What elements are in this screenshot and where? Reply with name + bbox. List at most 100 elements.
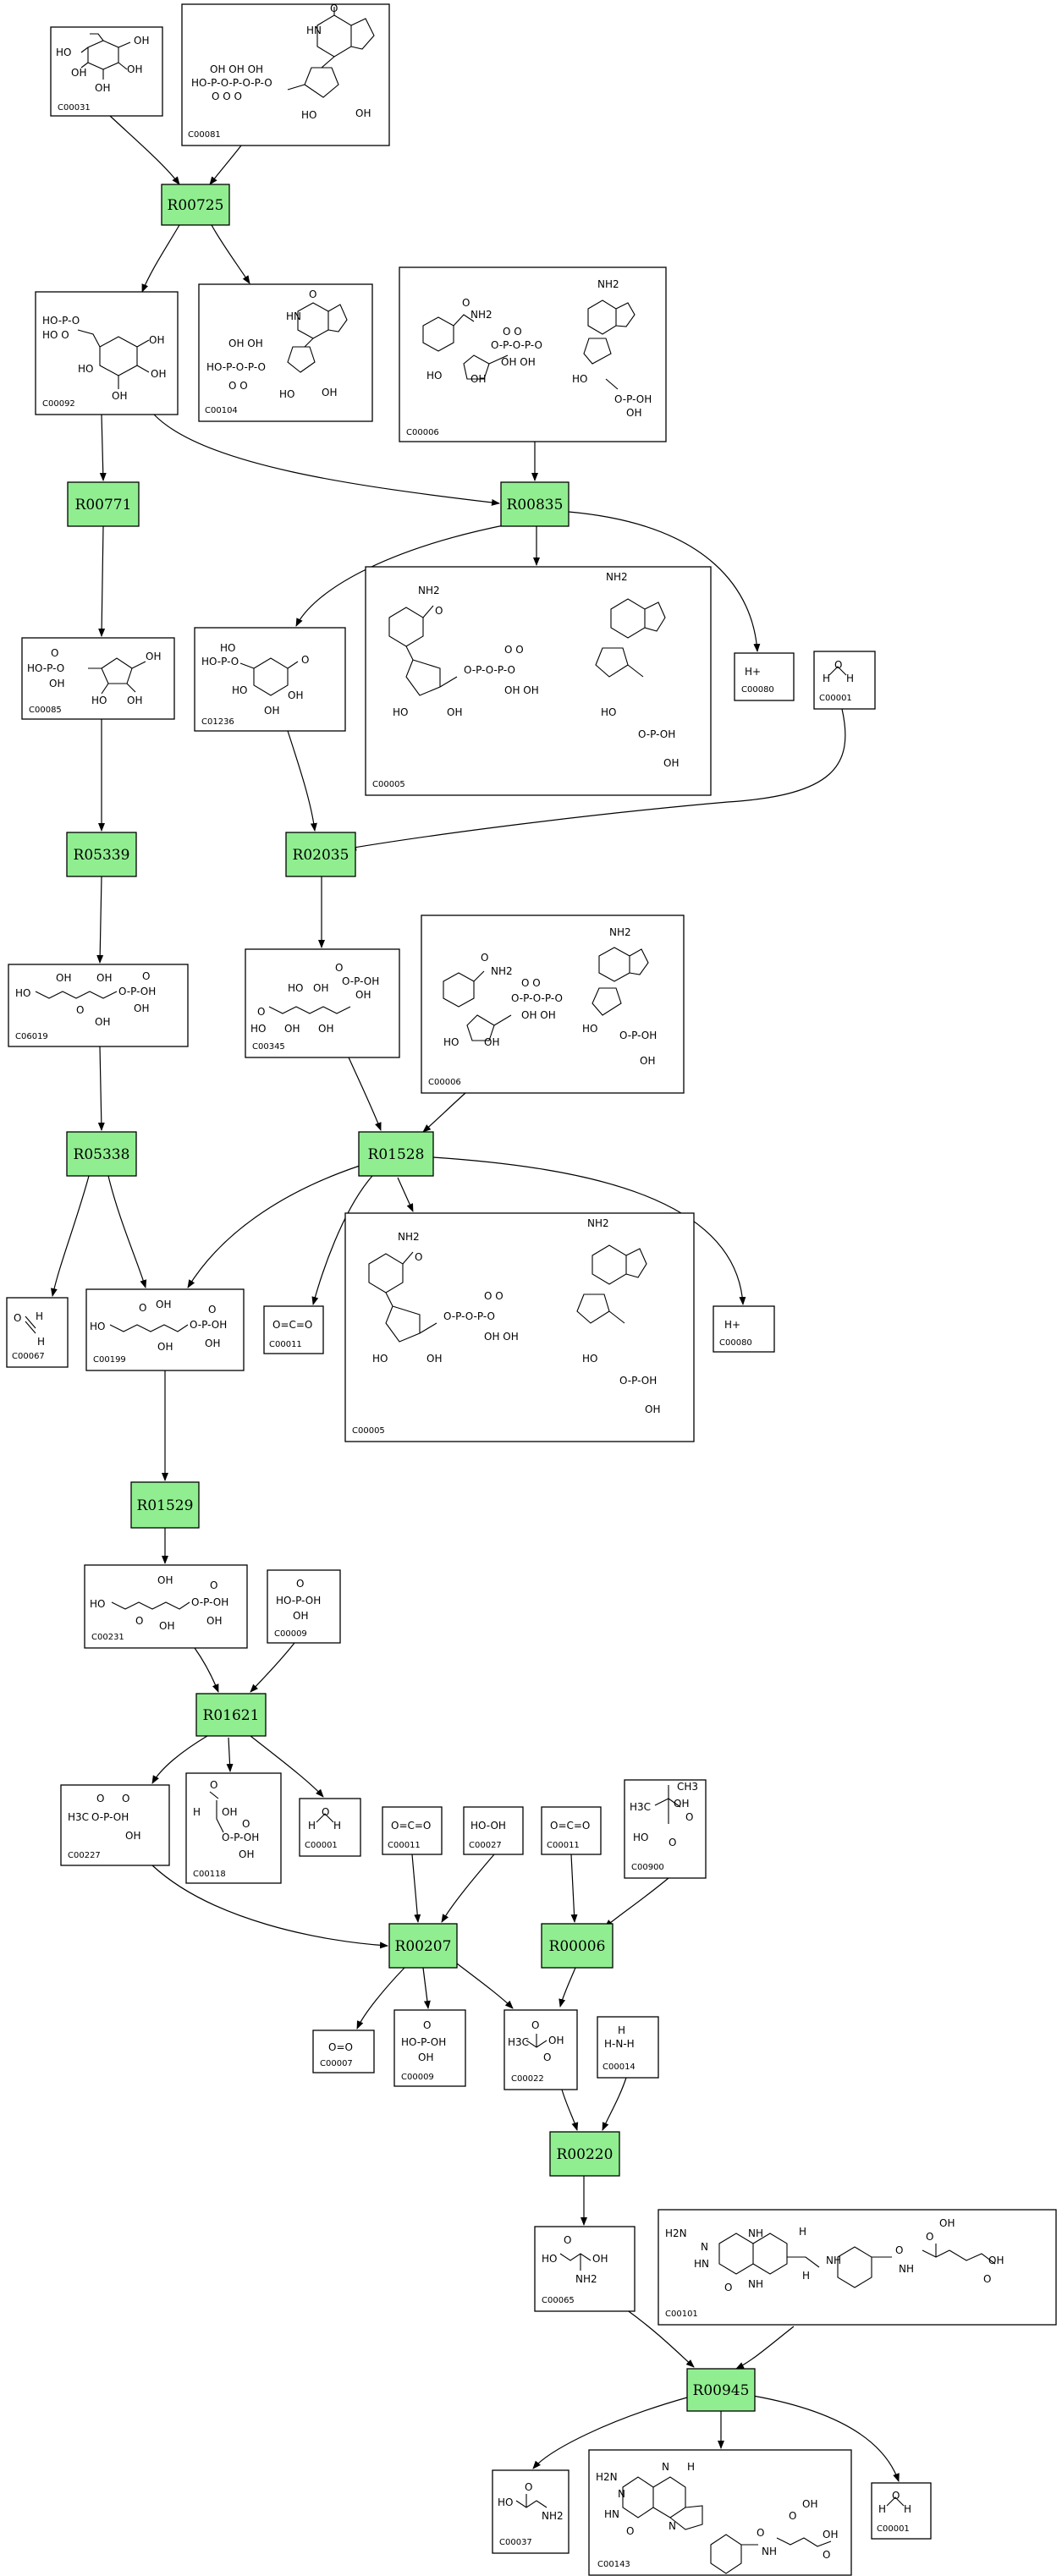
reaction-R00835[interactable]: R00835 bbox=[500, 481, 570, 527]
reaction-R05339[interactable]: R05339 bbox=[66, 832, 137, 877]
svg-text:H3C: H3C bbox=[508, 2036, 529, 2048]
compound-C00101[interactable]: H2N N NH H H HN NH O NH O NH O OH OH O C… bbox=[658, 2209, 1057, 2326]
reaction-label: R00771 bbox=[75, 497, 132, 514]
compound-C00065[interactable]: O HO OH NH2 C00065 bbox=[534, 2226, 636, 2312]
svg-text:HO-P-OH: HO-P-OH bbox=[276, 1595, 321, 1607]
compound-C00227[interactable]: O O H3C O-P-OH OH C00227 bbox=[60, 1784, 170, 1866]
reaction-R01529[interactable]: R01529 bbox=[130, 1481, 200, 1529]
edge-C01236-R02035 bbox=[287, 730, 317, 832]
svg-text:OH: OH bbox=[288, 689, 303, 701]
svg-text:OH OH: OH OH bbox=[228, 338, 263, 349]
svg-text:NH2: NH2 bbox=[606, 571, 628, 583]
compound-C00005-second[interactable]: NH2 O NH2 O-P-O-P-O O O OH OH HO OH HO O… bbox=[344, 1212, 695, 1442]
compound-C00022[interactable]: O H3C OH O C00022 bbox=[503, 2009, 578, 2090]
svg-text:O: O bbox=[330, 3, 338, 14]
nadp-structure-icon: NH2 NH2 O O-P-O-P-O O O OH OH HO OH HO O… bbox=[422, 278, 652, 419]
svg-text:O: O bbox=[543, 2051, 551, 2063]
compound-C00027[interactable]: HO-OH C00027 bbox=[463, 1806, 524, 1855]
compound-C00080-second[interactable]: H+ C00080 bbox=[713, 1305, 775, 1353]
svg-text:NH2: NH2 bbox=[418, 585, 440, 596]
svg-text:HO: HO bbox=[90, 1598, 105, 1610]
acetyl-phosphate-structure-icon: O O H3C O-P-OH OH bbox=[68, 1793, 140, 1842]
compound-C00900[interactable]: CH3 H3C OH O HO O C00900 bbox=[624, 1779, 707, 1879]
svg-text:OH: OH bbox=[156, 1299, 171, 1310]
svg-text:HO: HO bbox=[542, 2253, 557, 2265]
compound-C00001-c[interactable]: H O H C00001 bbox=[871, 2482, 932, 2540]
compound-C00085[interactable]: O HO-P-O OH OH HO OH C00085 bbox=[21, 637, 175, 720]
edge-C00092-R00835 bbox=[153, 414, 500, 506]
svg-text:OH OH: OH OH bbox=[521, 1009, 556, 1021]
compound-C00080-top[interactable]: H+ C00080 bbox=[734, 652, 795, 701]
pyruvate-structure-icon: O H3C OH O bbox=[508, 2019, 564, 2063]
compound-id: C00345 bbox=[252, 1042, 285, 1052]
edge-R00006-C00022 bbox=[559, 1967, 576, 2008]
compound-C00199[interactable]: HO OH O O-P-OH O OH OH C00199 bbox=[85, 1288, 245, 1371]
o2-formula: O=O bbox=[328, 2041, 353, 2053]
compound-C00011-c[interactable]: O=C=O C00011 bbox=[541, 1806, 602, 1855]
edge-R01528-C00199 bbox=[187, 1165, 360, 1288]
compound-C00037[interactable]: O HO NH2 C00037 bbox=[492, 2469, 570, 2554]
compound-C00001-b[interactable]: H O H C00001 bbox=[299, 1798, 361, 1857]
reaction-R00771[interactable]: R00771 bbox=[67, 481, 140, 527]
svg-text:O: O bbox=[257, 1006, 265, 1018]
reaction-label: R00725 bbox=[168, 197, 224, 214]
compound-C00007[interactable]: O=O C00007 bbox=[312, 2029, 375, 2073]
compound-id: C00231 bbox=[91, 1633, 124, 1642]
svg-text:H: H bbox=[618, 2024, 625, 2036]
compound-id: C00001 bbox=[819, 694, 852, 703]
edge-C00081-R00725 bbox=[209, 145, 242, 185]
reaction-R01528[interactable]: R01528 bbox=[358, 1131, 434, 1177]
edge-R00207-C00009b bbox=[422, 1967, 431, 2009]
reaction-R00725[interactable]: R00725 bbox=[161, 184, 230, 226]
svg-text:OH: OH bbox=[222, 1806, 237, 1818]
compound-C00067[interactable]: O H H C00067 bbox=[6, 1297, 69, 1368]
reaction-R05338[interactable]: R05338 bbox=[66, 1131, 137, 1177]
edge-C00011b-R00207 bbox=[411, 1854, 421, 1923]
compound-C00005-top[interactable]: NH2 O NH2 O-P-O-P-O O O OH OH HO OH HO O… bbox=[365, 566, 712, 796]
compound-C00143[interactable]: H2N N N H HN N O O NH O OH OH O C00143 bbox=[588, 2449, 852, 2576]
compound-C00011-a[interactable]: O=C=O C00011 bbox=[263, 1305, 324, 1354]
reaction-R01621[interactable]: R01621 bbox=[195, 1693, 267, 1737]
compound-C00231[interactable]: HO OH O O-P-OH O OH OH C00231 bbox=[84, 1564, 248, 1649]
svg-text:OH: OH bbox=[71, 67, 86, 79]
compound-C00011-b[interactable]: O=C=O C00011 bbox=[382, 1806, 443, 1855]
compound-C00031[interactable]: OH HO OH OH OH C00031 bbox=[50, 26, 163, 117]
svg-text:OH: OH bbox=[134, 1002, 149, 1014]
reaction-R00006[interactable]: R00006 bbox=[541, 1923, 614, 1969]
svg-text:O: O bbox=[96, 1793, 104, 1804]
phosphate-structure-icon: O HO-P-OH OH bbox=[401, 2019, 446, 2063]
compound-C00345[interactable]: O O-P-OH OH HO OH O HO OH OH C00345 bbox=[245, 948, 400, 1058]
compound-C01236[interactable]: HO HO-P-O O HO OH OH C01236 bbox=[194, 627, 346, 732]
edge-C00227-R00207 bbox=[151, 1865, 388, 1949]
reaction-R00945[interactable]: R00945 bbox=[686, 2368, 756, 2412]
svg-text:OH: OH bbox=[548, 2035, 564, 2046]
edge-R00725-C00104 bbox=[211, 224, 250, 284]
edge-C00065-R00945 bbox=[625, 2309, 695, 2368]
svg-text:H: H bbox=[308, 1820, 316, 1832]
svg-text:O: O bbox=[423, 2019, 431, 2031]
compound-C00006-top[interactable]: NH2 NH2 O O-P-O-P-O O O OH OH HO OH HO O… bbox=[399, 266, 667, 442]
svg-text:O-P-OH: O-P-OH bbox=[342, 975, 379, 987]
compound-C00009-a[interactable]: O HO-P-OH OH C00009 bbox=[267, 1569, 341, 1644]
svg-text:O O: O O bbox=[504, 644, 524, 656]
compound-C00001-top[interactable]: H O H C00001 bbox=[813, 651, 876, 710]
compound-C00092[interactable]: HO-P-O HO O OH OH HO OH C00092 bbox=[35, 291, 179, 415]
compound-C00104[interactable]: O HN OH OH HO-P-O-P-O O O HO OH C00104 bbox=[198, 283, 373, 422]
svg-text:H: H bbox=[687, 2461, 695, 2473]
reaction-label: R00207 bbox=[395, 1938, 452, 1955]
svg-text:O: O bbox=[435, 605, 443, 617]
compound-C00009-b[interactable]: O HO-P-OH OH C00009 bbox=[393, 2009, 466, 2087]
compound-C06019[interactable]: HO OH O OH O-P-OH O OH OH C06019 bbox=[8, 964, 189, 1047]
reaction-R00207[interactable]: R00207 bbox=[388, 1923, 458, 1969]
compound-C00081[interactable]: O HN HO-P-O-P-O-P-O OH OH OH O O O HO OH… bbox=[181, 3, 390, 146]
reaction-R00220[interactable]: R00220 bbox=[549, 2131, 620, 2177]
svg-text:O: O bbox=[724, 2282, 732, 2293]
compound-C00006-second[interactable]: NH2 NH2 O O-P-O-P-O O O OH OH HO OH HO O… bbox=[421, 915, 685, 1094]
compound-id: C01236 bbox=[201, 717, 234, 727]
compound-C00118[interactable]: O H OH O-P-OH O OH C00118 bbox=[185, 1772, 282, 1884]
itp-structure-icon: O HN HO-P-O-P-O-P-O OH OH OH O O O HO OH bbox=[191, 3, 375, 121]
compound-C00014[interactable]: H H-N-H C00014 bbox=[597, 2016, 659, 2079]
svg-text:O: O bbox=[296, 1578, 304, 1590]
reaction-R02035[interactable]: R02035 bbox=[285, 832, 356, 877]
glucose-structure-icon: OH HO OH OH OH bbox=[56, 33, 149, 94]
